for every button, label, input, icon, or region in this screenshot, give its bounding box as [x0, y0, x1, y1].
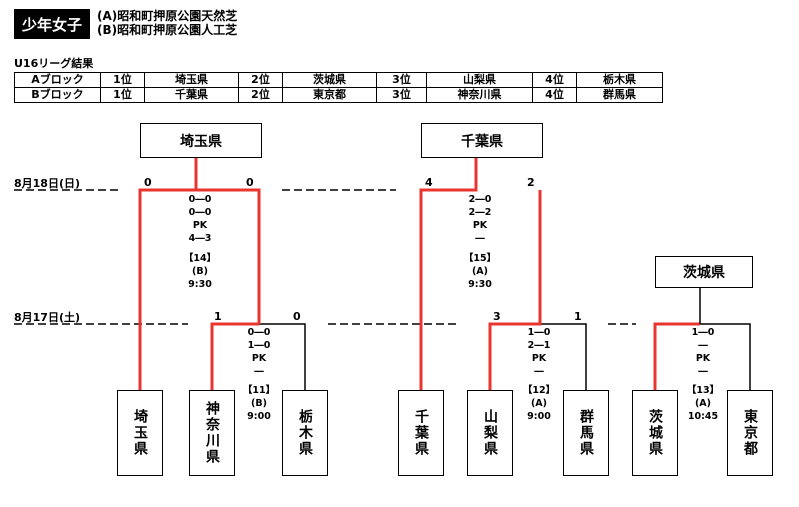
- team-box: 埼玉県: [117, 390, 163, 476]
- team-box: 栃木県: [282, 390, 328, 476]
- score-right: 0: [246, 176, 254, 189]
- table-cell: 東京都: [282, 87, 377, 103]
- team-box: 東京都: [727, 390, 773, 476]
- table-cell: 群馬県: [576, 87, 663, 103]
- score-left: 1: [214, 310, 222, 323]
- score-left: 3: [493, 310, 501, 323]
- table-cell: 1位: [100, 87, 145, 103]
- score-left: 0: [144, 176, 152, 189]
- table-cell: 4位: [532, 87, 577, 103]
- team-box: 茨城県: [632, 390, 678, 476]
- league-title: U16リーグ結果: [14, 57, 94, 70]
- winner-box-15: 千葉県: [421, 123, 543, 158]
- winner-box-13: 茨城県: [655, 256, 753, 288]
- table-cell: Bブロック: [14, 87, 101, 103]
- venue-a-label: (A)昭和町押原公園天然芝: [97, 9, 238, 23]
- score-right: 2: [527, 176, 535, 189]
- match-13-detail: 1―0― PK― 【13】 (A) 10:45: [686, 327, 720, 422]
- team-box: 神奈川県: [189, 390, 235, 476]
- table-cell: 埼玉県: [144, 72, 239, 88]
- table-row: Bブロック 1位 千葉県 2位 東京都 3位 神奈川県 4位 群馬県: [14, 87, 663, 103]
- category-badge: 少年女子: [14, 9, 90, 39]
- score-right: 0: [293, 310, 301, 323]
- score-left: 4: [425, 176, 433, 189]
- venue-b-label: (B)昭和町押原公園人工芝: [97, 23, 238, 37]
- date-aug17: 8月17日(土): [14, 311, 81, 324]
- team-box: 山梨県: [467, 390, 513, 476]
- table-cell: 神奈川県: [426, 87, 533, 103]
- team-box: 千葉県: [398, 390, 444, 476]
- team-box: 群馬県: [563, 390, 609, 476]
- table-cell: 2位: [238, 87, 283, 103]
- table-cell: 千葉県: [144, 87, 239, 103]
- table-row: Aブロック 1位 埼玉県 2位 茨城県 3位 山梨県 4位 栃木県: [14, 72, 663, 88]
- league-results-table: Aブロック 1位 埼玉県 2位 茨城県 3位 山梨県 4位 栃木県 Bブロック …: [14, 72, 663, 103]
- table-cell: 3位: [376, 87, 427, 103]
- table-cell: Aブロック: [14, 72, 101, 88]
- score-right: 1: [574, 310, 582, 323]
- date-aug18: 8月18日(日): [14, 177, 81, 190]
- table-cell: 山梨県: [426, 72, 533, 88]
- winner-box-14: 埼玉県: [140, 123, 262, 158]
